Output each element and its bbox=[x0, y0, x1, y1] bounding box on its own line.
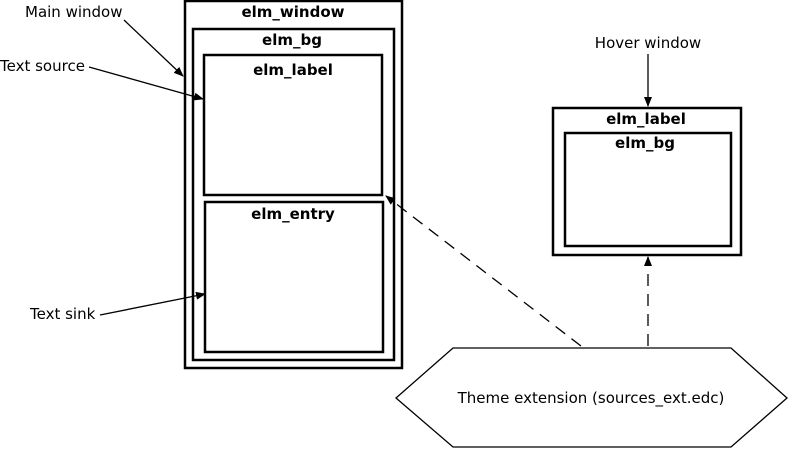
main-window-callout-arrow bbox=[123, 19, 184, 77]
theme-extension-hexagon bbox=[395, 347, 788, 448]
text-sink-callout-arrow bbox=[99, 291, 206, 316]
theme-extension-label: Theme extension (sources_ext.edc) bbox=[457, 389, 725, 408]
hover-inner-box bbox=[563, 131, 733, 248]
elm-label-title: elm_label bbox=[253, 61, 333, 79]
text-source-callout-arrow bbox=[88, 66, 204, 101]
elm-bg-box bbox=[191, 27, 396, 362]
main-window-group: elm_window elm_bg elm_label elm_entry bbox=[183, 0, 404, 370]
hover-inner-title: elm_bg bbox=[615, 134, 675, 152]
hover-window-group: elm_label elm_bg bbox=[551, 106, 743, 257]
elm-window-title: elm_window bbox=[241, 3, 344, 21]
main-window-callout-label: Main window bbox=[25, 3, 123, 21]
text-source-callout-label: Text source bbox=[0, 57, 85, 75]
elm-entry-box bbox=[203, 200, 385, 354]
elm-label-box bbox=[202, 53, 384, 197]
hover-window-callout-label: Hover window bbox=[595, 34, 701, 52]
hover-window-title: elm_label bbox=[606, 110, 686, 128]
elm-window-box bbox=[183, 0, 404, 370]
theme-to-main-dashed-arrow bbox=[385, 195, 582, 347]
elm-bg-title: elm_bg bbox=[262, 31, 322, 49]
hover-window-box bbox=[551, 106, 743, 257]
elm-entry-title: elm_entry bbox=[251, 205, 335, 223]
text-sink-callout-label: Text sink bbox=[29, 305, 96, 323]
theme-extension-group: Theme extension (sources_ext.edc) bbox=[395, 347, 788, 448]
